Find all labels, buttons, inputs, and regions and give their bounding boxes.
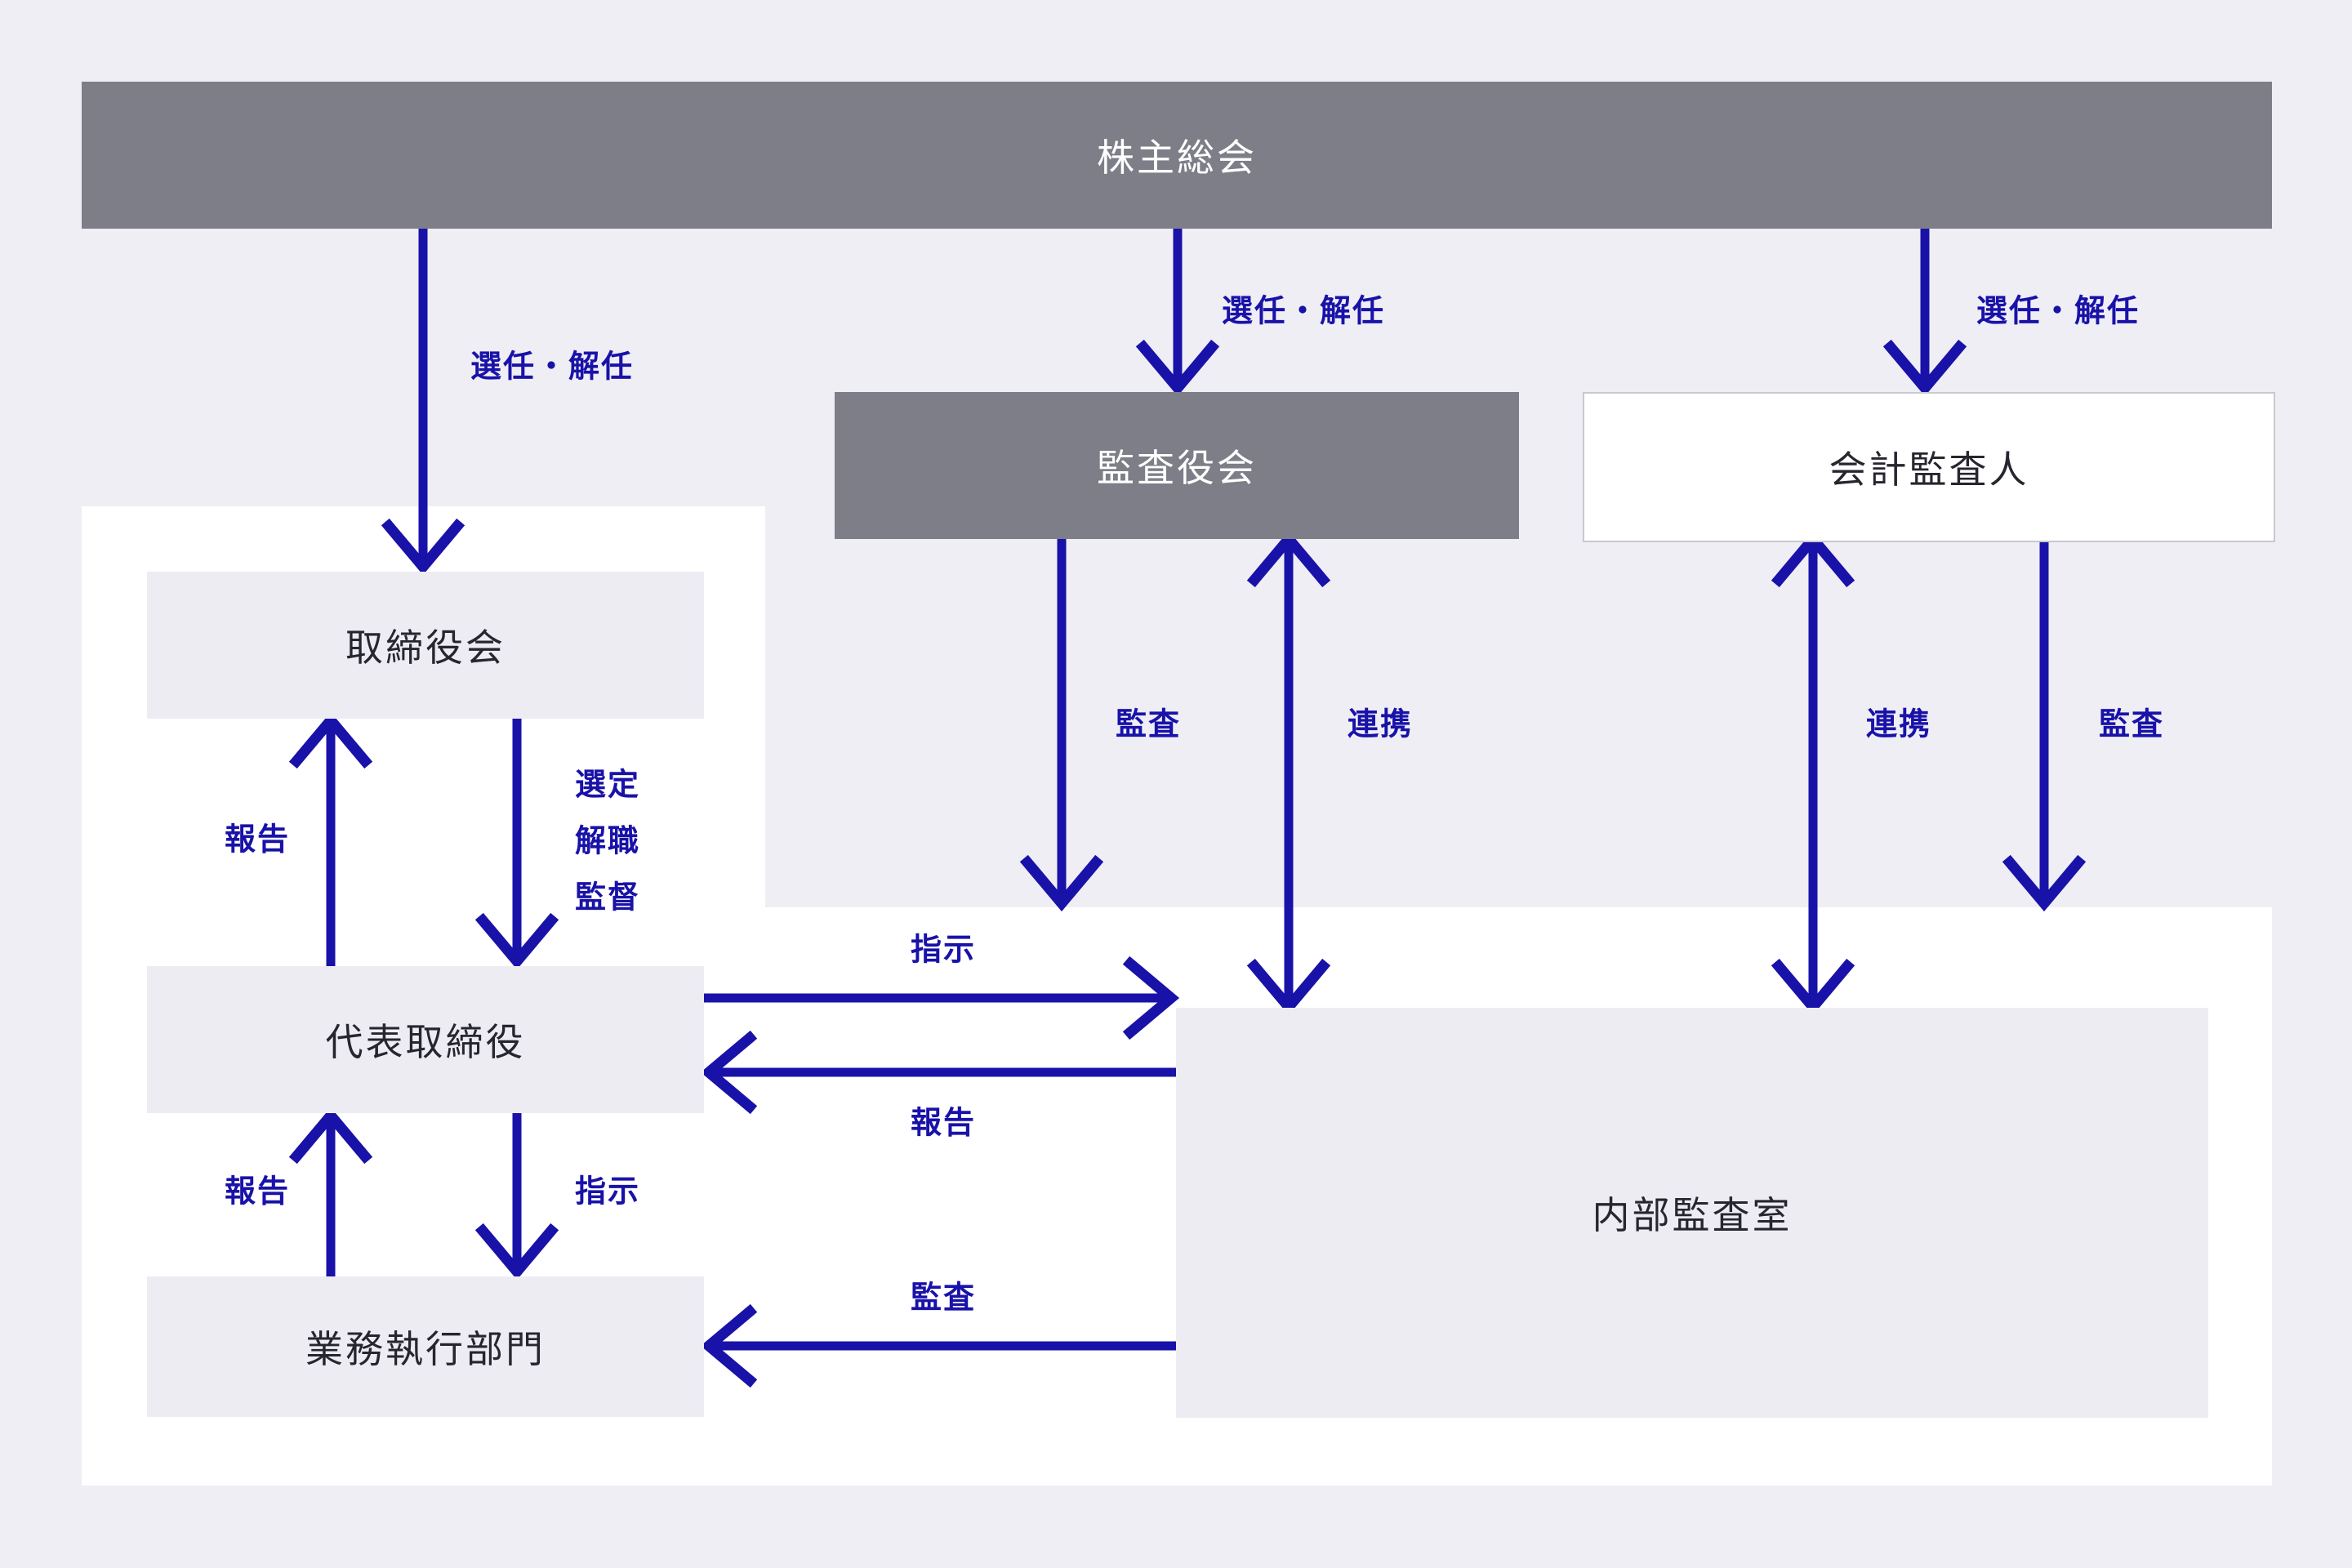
label-audit-by-accounting-auditor: 監査 (2098, 707, 2165, 742)
arrow-instruct-executive (474, 1113, 559, 1281)
arrow-audit-by-accounting-auditor (2002, 539, 2087, 912)
node-board-of-directors: 取締役会 (147, 572, 704, 719)
arrow-audit-by-audit-board (1019, 539, 1104, 912)
arrow-select-dismiss-supervise (474, 719, 559, 970)
arrow-appoint-dismiss-accounting-auditor (1882, 229, 1967, 397)
label-report-from-internal-audit: 報告 (910, 1106, 977, 1141)
arrow-instruct-internal-audit (704, 956, 1180, 1040)
label-report-to-representative: 報告 (224, 1174, 291, 1209)
node-internal-audit-office-label: 内部監査室 (1592, 1194, 1793, 1236)
node-representative-director: 代表取締役 (147, 966, 704, 1113)
arrow-appoint-dismiss-board (381, 229, 466, 576)
node-accounting-auditor-label: 会計監査人 (1829, 448, 2029, 491)
node-shareholders-meeting: 株主総会 (82, 82, 2272, 229)
node-shareholders-meeting-label: 株主総会 (1097, 136, 1257, 179)
arrow-audit-executive (700, 1303, 1176, 1388)
label-instruct-executive: 指示 (574, 1174, 641, 1209)
arrow-report-to-board (288, 711, 373, 966)
node-board-of-directors-label: 取締役会 (345, 626, 506, 669)
arrow-cooperate-audit-board (1246, 530, 1331, 1016)
arrow-cooperate-accounting-auditor (1771, 530, 1855, 1016)
label-cooperate-accounting-auditor: 連携 (1865, 707, 1932, 742)
node-executive-division: 業務執行部門 (147, 1276, 704, 1417)
label-report-to-board: 報告 (224, 822, 291, 858)
label-audit-by-audit-board: 監査 (1115, 707, 1182, 742)
node-representative-director-label: 代表取締役 (325, 1021, 526, 1063)
label-appoint-dismiss-board: 選任・解任 (470, 350, 635, 385)
label-appoint-dismiss-audit-board: 選任・解任 (1221, 294, 1386, 329)
label-select-dismiss-supervise: 選定 解職 監督 (574, 768, 641, 915)
node-audit-board-label: 監査役会 (1097, 447, 1257, 489)
node-internal-audit-office: 内部監査室 (1176, 1008, 2208, 1418)
arrow-report-from-internal-audit (700, 1030, 1176, 1115)
node-audit-board: 監査役会 (835, 392, 1519, 539)
label-appoint-dismiss-accounting-auditor: 選任・解任 (1976, 294, 2140, 329)
label-instruct-internal-audit: 指示 (910, 933, 977, 968)
label-audit-executive: 監査 (910, 1281, 977, 1316)
arrow-appoint-dismiss-audit-board (1135, 229, 1220, 397)
node-accounting-auditor: 会計監査人 (1583, 392, 2275, 542)
label-cooperate-audit-board: 連携 (1347, 707, 1414, 742)
arrow-report-to-representative (288, 1107, 373, 1276)
node-executive-division-label: 業務執行部門 (305, 1328, 546, 1370)
